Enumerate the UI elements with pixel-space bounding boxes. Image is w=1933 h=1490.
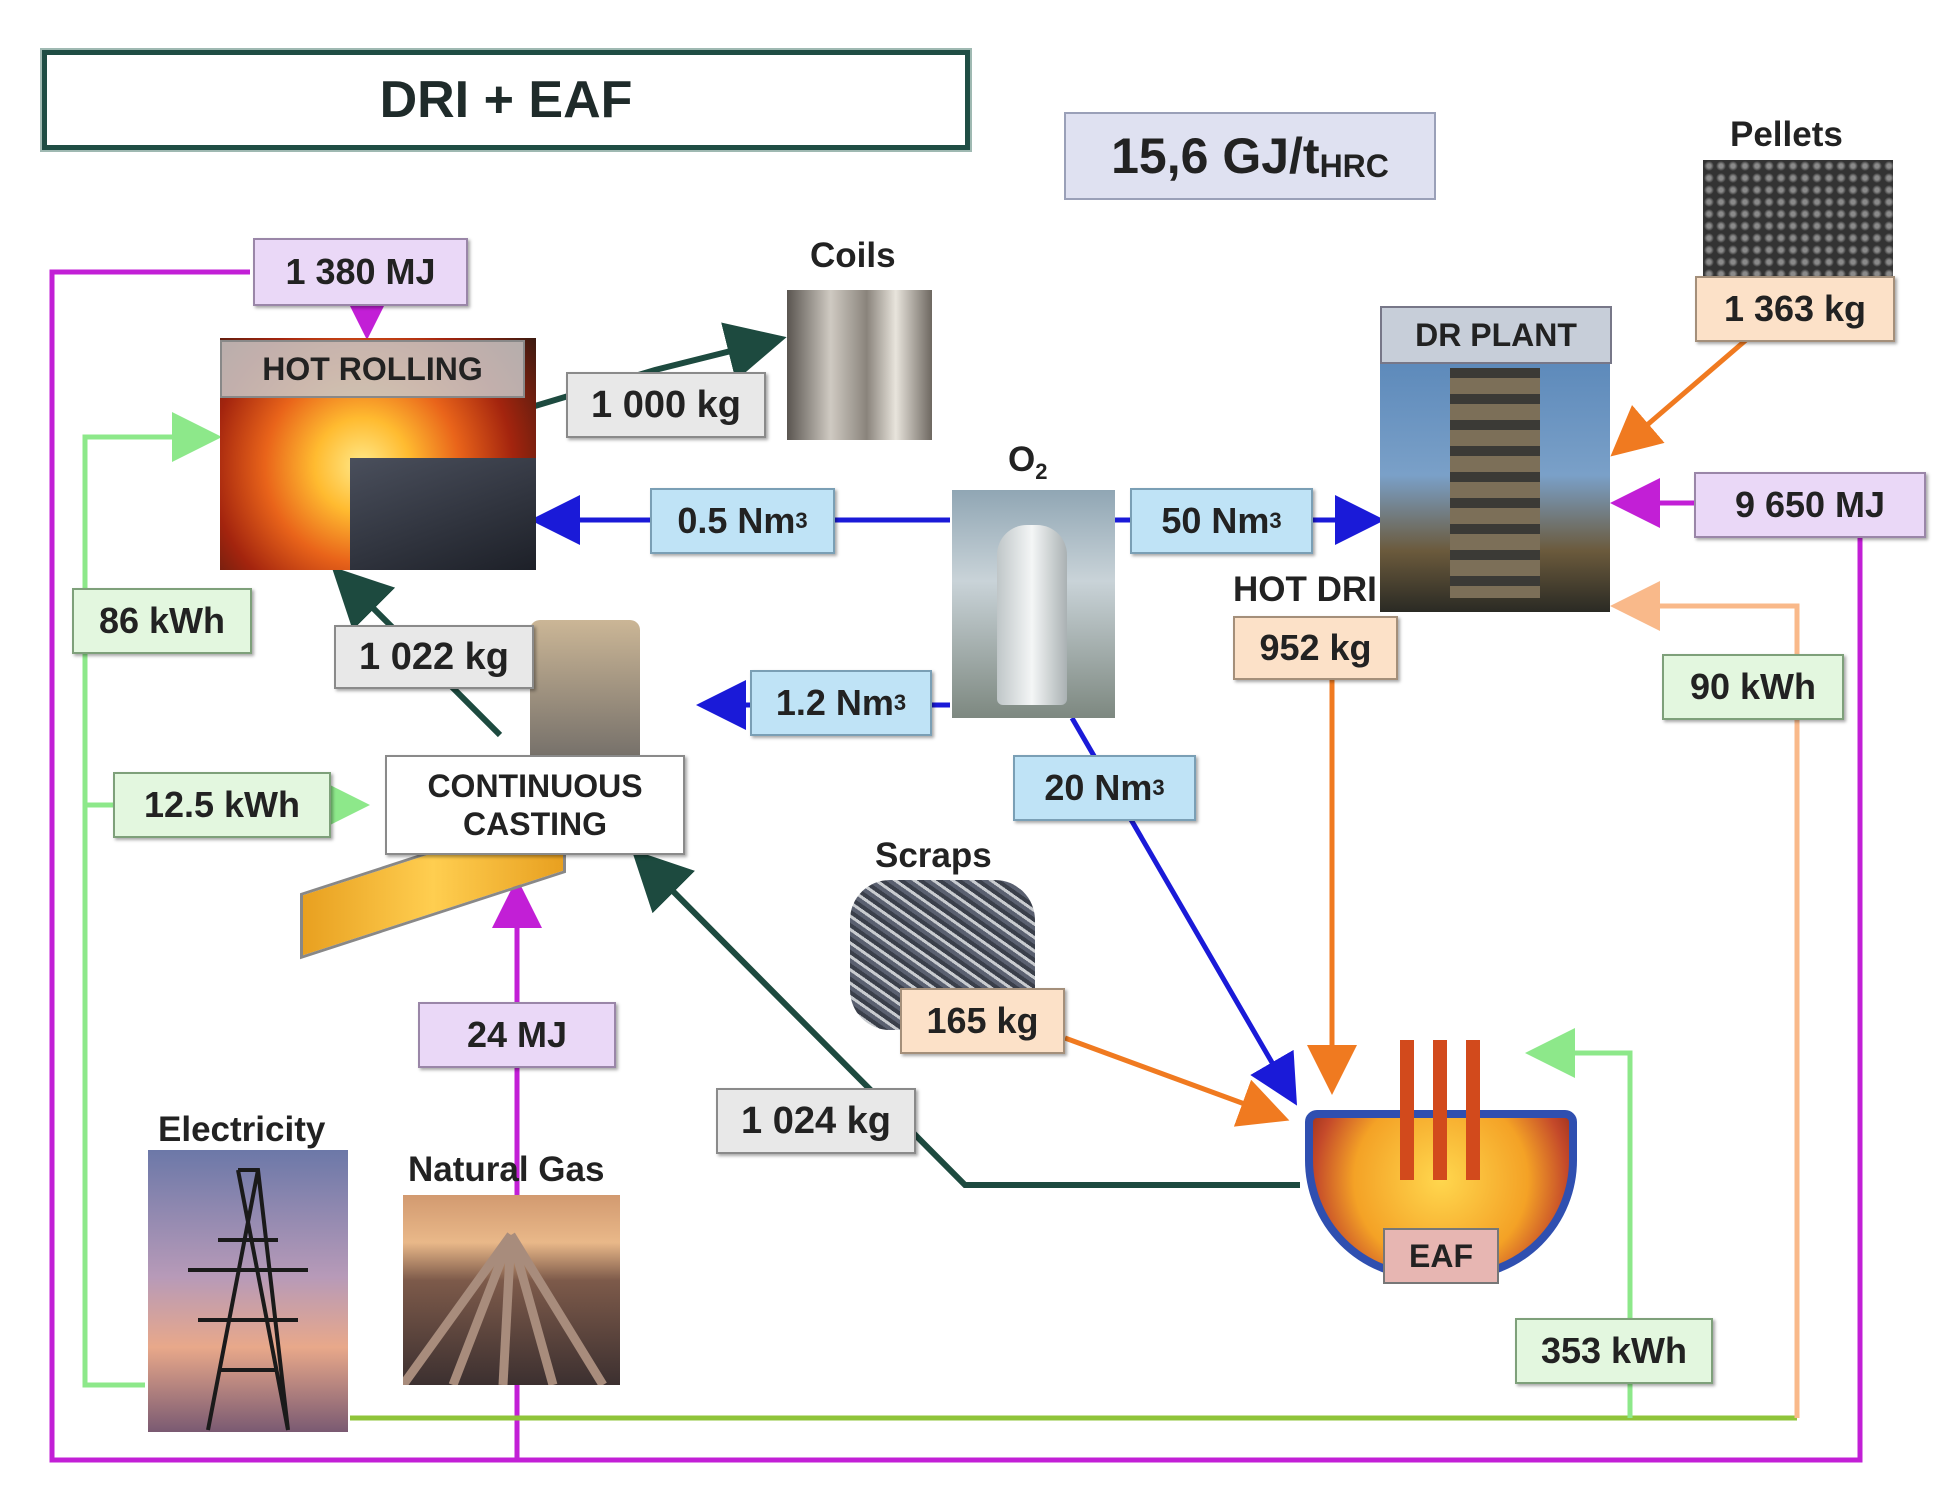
hot-dri-mass-box: 952 kg	[1233, 616, 1398, 680]
eaf-label: EAF	[1409, 1237, 1473, 1274]
eaf-to-casting-arrow	[631, 849, 1300, 1188]
total-energy-unit: HRC	[1319, 147, 1389, 184]
coils-image	[787, 290, 932, 440]
natural-gas-label: Natural Gas	[408, 1150, 605, 1189]
oxygen-tank-shape	[997, 525, 1067, 705]
electricity-pylon-image	[148, 1150, 348, 1432]
elec-to-dr-plant-line	[1610, 581, 1800, 1418]
hot-rolling-label: HOT ROLLING	[262, 350, 483, 387]
casting-elec-box: 12.5 kWh	[113, 772, 331, 838]
electricity-label: Electricity	[158, 1110, 326, 1149]
dr-plant-elec-box: 90 kWh	[1662, 654, 1844, 720]
oxygen-tank-image	[952, 490, 1115, 718]
continuous-casting-label-line2: CASTING	[463, 806, 607, 842]
pellets-mass-box: 1 363 kg	[1695, 276, 1895, 342]
hot-dri-label: HOT DRI	[1233, 570, 1377, 609]
pylon-icon	[188, 1168, 308, 1431]
coils-label: Coils	[810, 236, 896, 275]
continuous-casting-label-line1: CONTINUOUS	[427, 767, 643, 804]
scraps-label: Scraps	[875, 836, 992, 875]
eaf-label-plate: EAF	[1383, 1228, 1499, 1284]
caster-tower-shape	[530, 620, 640, 770]
eaf-electrodes-shape	[1400, 1040, 1480, 1180]
pipes-icon	[403, 1232, 607, 1385]
elec-to-eaf-line	[1525, 1028, 1633, 1418]
eaf-to-casting-mass-box: 1 024 kg	[716, 1088, 916, 1154]
continuous-casting-node: CONTINUOUS CASTING	[385, 755, 685, 855]
dr-plant-label-plate: DR PLANT	[1380, 306, 1612, 364]
dr-plant-label: DR PLANT	[1415, 316, 1577, 353]
scraps-to-eaf-arrow	[1064, 1035, 1290, 1127]
gas-loop-line	[49, 269, 1863, 1463]
diagram-title: DRI + EAF	[42, 50, 970, 150]
scraps-mass-box: 165 kg	[900, 988, 1065, 1054]
total-energy-value: 15,6 GJ/t	[1111, 128, 1320, 184]
natural-gas-pipes-image	[403, 1195, 620, 1385]
continuous-casting-image	[300, 620, 690, 960]
casting-to-rolling-mass-box: 1 022 kg	[334, 625, 534, 689]
hot-rolling-label-plate: HOT ROLLING	[220, 340, 525, 398]
o2-label: O2	[1008, 440, 1048, 484]
pellets-to-dr-plant-arrow	[1610, 338, 1748, 457]
pellets-label: Pellets	[1730, 115, 1843, 154]
rolling-machine-shape	[350, 458, 536, 570]
hot-rolling-elec-box: 86 kWh	[72, 588, 252, 654]
coils-mass-box: 1 000 kg	[566, 372, 766, 438]
hot-rolling-gas-box: 1 380 MJ	[253, 238, 468, 306]
electricity-left-line	[82, 412, 222, 1388]
casting-gas-box: 24 MJ	[418, 1002, 616, 1068]
dr-plant-tower-shape	[1450, 368, 1540, 598]
pellets-image	[1703, 160, 1893, 276]
dr-plant-gas-box: 9 650 MJ	[1694, 472, 1926, 538]
eaf-elec-box: 353 kWh	[1515, 1318, 1713, 1384]
